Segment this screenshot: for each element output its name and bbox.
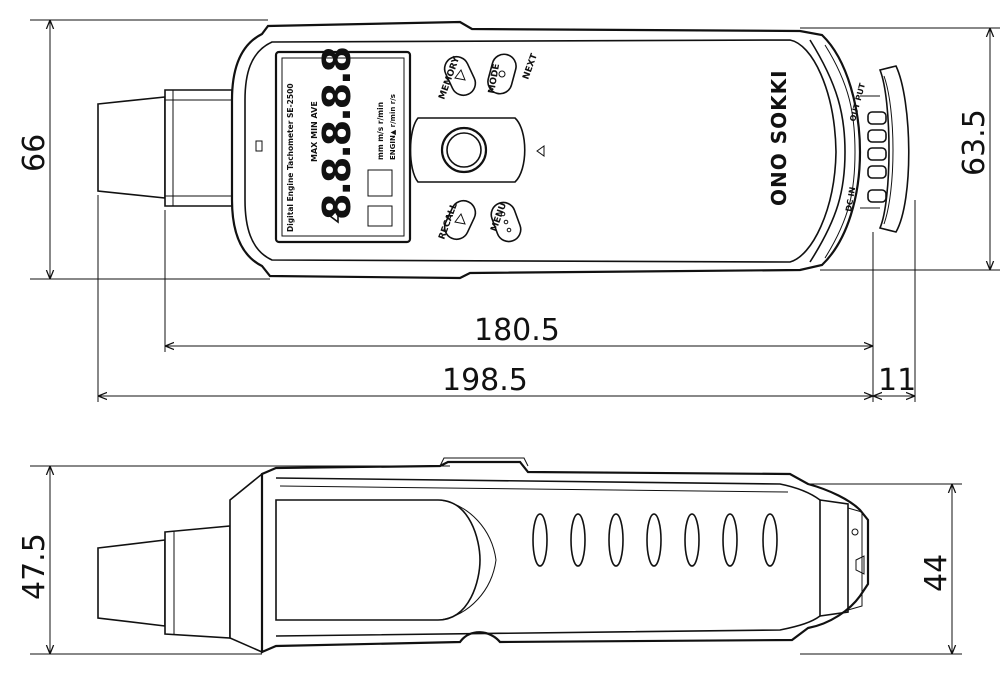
top-view-dimensions: 66 63.5 180.5 198.5 11 <box>17 19 1000 402</box>
dim-total-length: 198.5 <box>442 363 528 398</box>
dim-body-length: 180.5 <box>474 313 560 348</box>
lcd-model-label: Digital Engine Tachometer SE-2500 <box>286 83 295 232</box>
arrow-left-icon <box>328 208 339 224</box>
side-body-outline <box>260 460 870 654</box>
sensor-neck <box>164 89 233 207</box>
dim-side-body-height: 44 <box>919 554 954 592</box>
grip-slots <box>532 513 778 567</box>
sensor-tip <box>97 96 166 199</box>
mode-button[interactable]: MODE NEXT <box>485 52 540 97</box>
button-panel: MEMORY MODE NEXT RECALL MENU <box>409 52 545 245</box>
lcd-stat-labels: MAX MIN AVE <box>310 101 319 162</box>
side-view <box>97 457 870 654</box>
dc-in-port-label: DC IN <box>844 186 857 212</box>
lcd-unit-labels: mm m/s r/min <box>376 102 385 160</box>
triangle-indicator-icon <box>536 145 545 157</box>
lcd-digits: 8.8.8.8.8 <box>315 47 359 220</box>
brand-logo: ONO SOKKI <box>767 69 791 206</box>
menu-button[interactable]: MENU <box>488 199 524 245</box>
output-connector <box>860 65 910 233</box>
dim-top-height: 66 <box>17 134 52 172</box>
dim-side-height: 47.5 <box>17 533 52 600</box>
side-port-icon <box>851 528 859 536</box>
side-view-dimensions: 47.5 44 <box>17 465 962 655</box>
side-sensor-tip <box>97 539 166 627</box>
dim-connector-length: 11 <box>878 363 916 398</box>
top-view: Digital Engine Tachometer SE-2500 8.8.8.… <box>97 20 910 280</box>
nav-joystick[interactable] <box>440 126 488 174</box>
lcd-display: Digital Engine Tachometer SE-2500 8.8.8.… <box>274 47 412 244</box>
dim-top-body-height: 63.5 <box>957 109 992 176</box>
status-led-icon <box>255 140 263 152</box>
lcd-unit-labels-2: ENGIN▲ r/min r/s <box>389 94 397 160</box>
